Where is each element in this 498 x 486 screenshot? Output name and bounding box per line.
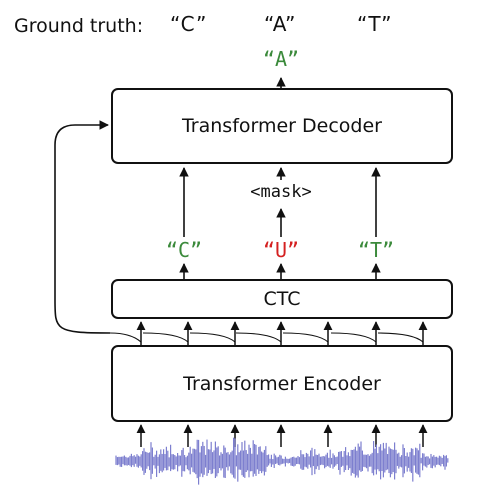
- transformer-decoder-box: Transformer Decoder: [111, 88, 453, 164]
- ctc-output-token-u: “U”: [262, 238, 300, 262]
- ground-truth-token-t: “T”: [357, 12, 393, 36]
- encoder-fan-line: [189, 332, 236, 343]
- ground-truth-token-a: “A”: [264, 12, 297, 36]
- encoder-fan-line: [235, 332, 282, 343]
- ctc-output-token-t: “T”: [357, 238, 395, 262]
- encoder-fan-line: [109, 332, 142, 343]
- ctc-label: CTC: [263, 288, 301, 310]
- ctc-output-token-c: “C”: [165, 238, 203, 262]
- waveform-to-encoder-arrows: [136, 424, 428, 447]
- encoder-to-decoder-skip-path: [54, 120, 111, 334]
- transformer-encoder-box: Transformer Encoder: [111, 345, 453, 422]
- decoder-output-token: “A”: [262, 47, 300, 71]
- ground-truth-token-c: “C”: [170, 12, 208, 36]
- transformer-encoder-label: Transformer Encoder: [183, 372, 381, 395]
- encoder-fan-line: [282, 332, 329, 343]
- encoder-fan-line: [330, 332, 377, 343]
- encoder-fan-line: [142, 332, 189, 343]
- audio-waveform: [115, 437, 449, 485]
- transformer-decoder-label: Transformer Decoder: [181, 115, 382, 137]
- mask-token: <mask>: [250, 182, 312, 202]
- encoder-fan-line: [377, 332, 424, 343]
- encoder-to-ctc-arrows: [136, 321, 428, 345]
- ctc-box: CTC: [111, 279, 453, 319]
- encoder-fan-lines: [109, 332, 424, 343]
- ground-truth-label: Ground truth:: [14, 15, 144, 37]
